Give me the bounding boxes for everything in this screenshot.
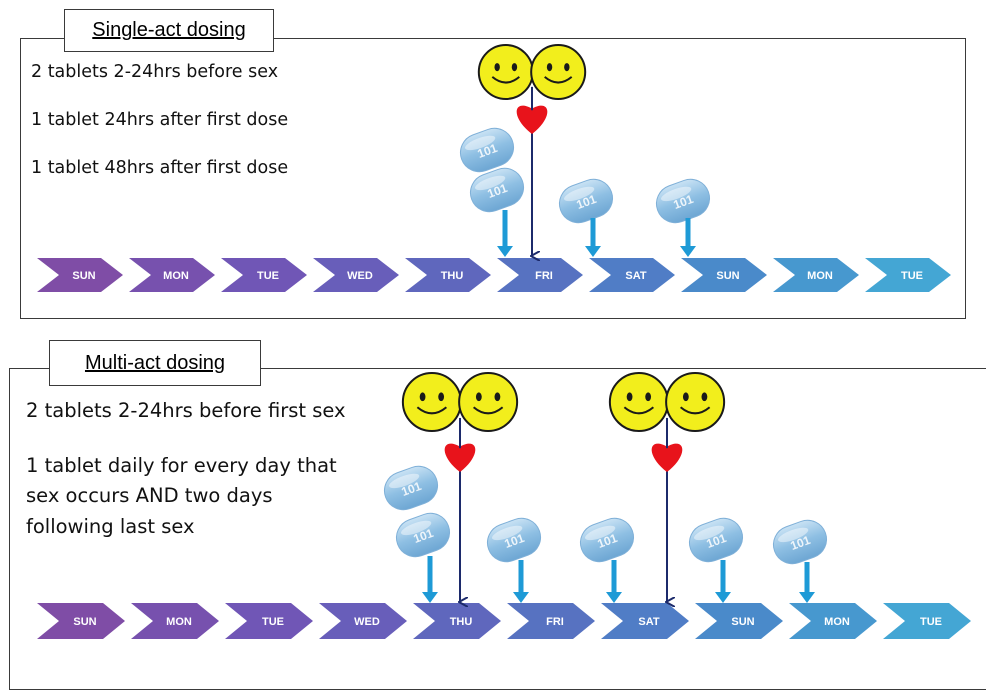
multi-act-day-label-2: MON bbox=[166, 616, 192, 628]
multi-act-day-label-3: TUE bbox=[262, 616, 284, 628]
multi-act-day-chevron-5 bbox=[413, 603, 501, 639]
single-act-couple-heart-icon bbox=[516, 105, 548, 134]
multi-act-couple-1-left-smiley-icon bbox=[401, 372, 462, 432]
single-act-day-label-4: WED bbox=[347, 270, 373, 282]
multi-act-dose-arrow-1 bbox=[422, 556, 438, 603]
multi-act-rule-1: 2 tablets 2-24hrs before first sex bbox=[26, 399, 346, 422]
multi-act-pill-2-imprint: 101 bbox=[412, 526, 436, 546]
multi-act-rule-4: following last sex bbox=[26, 515, 195, 538]
single-act-day-chevron-3 bbox=[221, 258, 307, 292]
single-act-day-chevron-5 bbox=[405, 258, 491, 292]
single-act-rule-3: 1 tablet 48hrs after first dose bbox=[31, 158, 289, 178]
multi-act-pill-4-imprint: 101 bbox=[596, 531, 620, 551]
single-act-rule-1: 2 tablets 2-24hrs before sex bbox=[31, 62, 279, 82]
multi-act-pill-6-imprint: 101 bbox=[789, 533, 813, 553]
multi-act-day-chevron-4 bbox=[319, 603, 407, 639]
multi-act-day-label-10: TUE bbox=[920, 616, 942, 628]
single-act-day-chevron-10 bbox=[865, 258, 951, 292]
multi-act-dose-arrow-2 bbox=[513, 560, 529, 603]
multi-act-title: Multi-act dosing bbox=[49, 340, 261, 386]
multi-act-day-label-5: THU bbox=[450, 616, 473, 628]
single-act-couple-right-smiley-icon bbox=[530, 44, 587, 100]
multi-act-dose-arrow-5 bbox=[799, 562, 815, 603]
multi-act-pill-2: 101 bbox=[395, 512, 451, 558]
multi-act-dose-arrow-4 bbox=[715, 560, 731, 603]
multi-act-pill-3-imprint: 101 bbox=[503, 531, 527, 551]
single-act-day-label-9: MON bbox=[807, 270, 833, 282]
dosing-timeline-graphic: SUN MON TUE WED THU FRI SAT SUN MON TUE 101 101 101 1… bbox=[37, 44, 971, 639]
multi-act-day-chevron-6 bbox=[507, 603, 595, 639]
single-act-couple-left-smiley-icon bbox=[477, 44, 534, 100]
multi-act-pill-3: 101 bbox=[486, 517, 542, 563]
single-act-pill-3-imprint: 101 bbox=[575, 192, 599, 212]
multi-act-day-label-6: FRI bbox=[546, 616, 564, 628]
multi-act-day-label-1: SUN bbox=[73, 616, 96, 628]
multi-act-pill-1: 101 bbox=[383, 465, 439, 511]
single-act-rule-2: 1 tablet 24hrs after first dose bbox=[31, 110, 289, 130]
multi-act-pill-1-imprint: 101 bbox=[400, 479, 424, 499]
single-act-day-label-5: THU bbox=[441, 270, 464, 282]
multi-act-day-chevron-3 bbox=[225, 603, 313, 639]
single-act-title: Single-act dosing bbox=[64, 9, 274, 52]
multi-act-pill-5: 101 bbox=[688, 517, 744, 563]
multi-act-day-chevron-9 bbox=[789, 603, 877, 639]
single-act-day-chevron-8 bbox=[681, 258, 767, 292]
single-act-day-label-2: MON bbox=[163, 270, 189, 282]
multi-act-pill-4: 101 bbox=[579, 517, 635, 563]
multi-act-day-label-7: SAT bbox=[638, 616, 659, 628]
multi-act-couple-1-heart-icon bbox=[444, 443, 476, 472]
single-act-day-chevron-9 bbox=[773, 258, 859, 292]
multi-act-pill-6: 101 bbox=[772, 519, 828, 565]
single-act-day-label-7: SAT bbox=[625, 270, 646, 282]
single-act-day-label-6: FRI bbox=[535, 270, 553, 282]
multi-act-pill-5-imprint: 101 bbox=[705, 531, 729, 551]
single-act-day-label-10: TUE bbox=[901, 270, 923, 282]
single-act-pill-1: 101 bbox=[459, 127, 515, 173]
multi-act-day-chevron-8 bbox=[695, 603, 783, 639]
single-act-pill-3: 101 bbox=[558, 178, 614, 224]
single-act-dose-arrow-3 bbox=[680, 218, 696, 257]
single-act-day-chevron-7 bbox=[589, 258, 675, 292]
multi-act-rule-3: sex occurs AND two days bbox=[26, 484, 273, 507]
multi-act-rule-2: 1 tablet daily for every day that bbox=[26, 454, 337, 477]
single-act-pill-1-imprint: 101 bbox=[476, 141, 500, 161]
single-act-day-label-1: SUN bbox=[72, 270, 95, 282]
multi-act-day-label-9: MON bbox=[824, 616, 850, 628]
single-act-pill-4-imprint: 101 bbox=[672, 192, 696, 212]
single-act-day-label-8: SUN bbox=[716, 270, 739, 282]
multi-act-day-chevron-2 bbox=[131, 603, 219, 639]
multi-act-couple-2-left-smiley-icon bbox=[608, 372, 669, 432]
multi-act-dose-arrow-3 bbox=[606, 560, 622, 603]
single-act-day-chevron-2 bbox=[129, 258, 215, 292]
multi-act-couple-2-heart-icon bbox=[651, 443, 683, 472]
multi-act-day-chevron-1 bbox=[37, 603, 125, 639]
single-act-pill-2: 101 bbox=[469, 167, 525, 213]
multi-act-day-chevron-7 bbox=[601, 603, 689, 639]
single-act-dose-arrow-1 bbox=[497, 210, 513, 257]
single-act-day-label-3: TUE bbox=[257, 270, 279, 282]
multi-act-day-chevron-10 bbox=[883, 603, 971, 639]
multi-act-couple-2-right-smiley-icon bbox=[665, 372, 726, 432]
multi-act-day-label-4: WED bbox=[354, 616, 380, 628]
multi-act-couple-1-right-smiley-icon bbox=[458, 372, 519, 432]
single-act-day-chevron-4 bbox=[313, 258, 399, 292]
single-act-pill-4: 101 bbox=[655, 178, 711, 224]
single-act-day-chevron-1 bbox=[37, 258, 123, 292]
multi-act-day-label-8: SUN bbox=[731, 616, 754, 628]
single-act-dose-arrow-2 bbox=[585, 218, 601, 257]
single-act-pill-2-imprint: 101 bbox=[486, 181, 510, 201]
single-act-day-chevron-6 bbox=[497, 258, 583, 292]
